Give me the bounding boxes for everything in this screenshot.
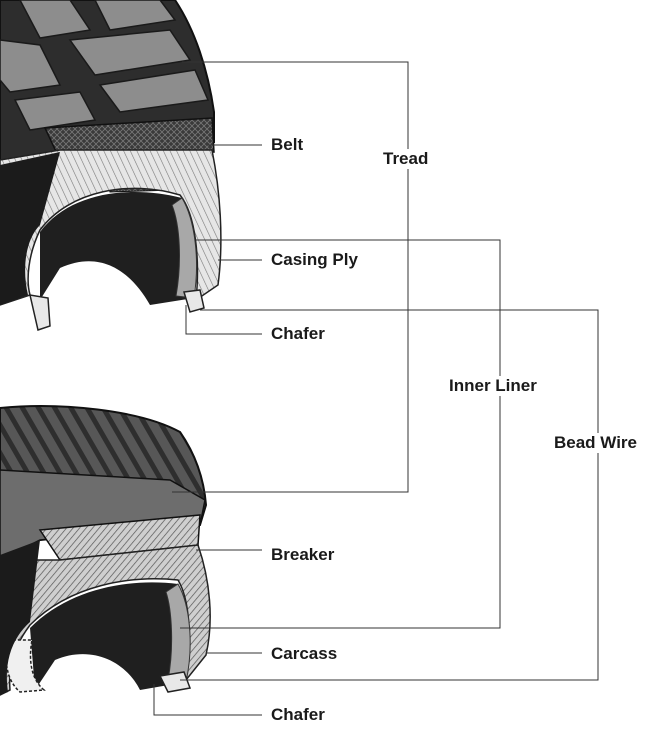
bead-wire-leader bbox=[180, 309, 599, 681]
carcass-label: Carcass bbox=[271, 644, 338, 664]
breaker-label: Breaker bbox=[271, 545, 335, 565]
chafer-bottom-leader bbox=[153, 684, 262, 716]
bottom-bead-left bbox=[5, 639, 46, 693]
tread-label: Tread bbox=[383, 149, 429, 169]
leader-lines bbox=[153, 61, 599, 716]
chafer-top-label: Chafer bbox=[271, 324, 325, 344]
top-bead-right bbox=[183, 289, 205, 313]
top-tire bbox=[0, 0, 222, 331]
bottom-tire bbox=[0, 405, 211, 696]
top-casing bbox=[0, 149, 222, 306]
top-tread-lugs bbox=[0, 0, 210, 131]
top-inner-cavity bbox=[40, 192, 196, 305]
tread-leader bbox=[172, 61, 409, 493]
belt-label: Belt bbox=[271, 135, 304, 155]
casing-ply-label: Casing Ply bbox=[271, 250, 358, 270]
top-bead-left bbox=[29, 294, 51, 331]
bottom-sidewall-outer bbox=[0, 540, 40, 695]
top-sidewall-outer bbox=[0, 152, 60, 305]
chafer-top-leader bbox=[185, 305, 262, 335]
chafer-bottom-label: Chafer bbox=[271, 705, 325, 725]
bottom-inner-cavity bbox=[30, 582, 190, 690]
bottom-bead-right bbox=[158, 671, 192, 693]
inner-liner-leader bbox=[180, 239, 501, 629]
inner-liner-label: Inner Liner bbox=[449, 376, 537, 396]
bead-wire-label: Bead Wire bbox=[554, 433, 637, 453]
